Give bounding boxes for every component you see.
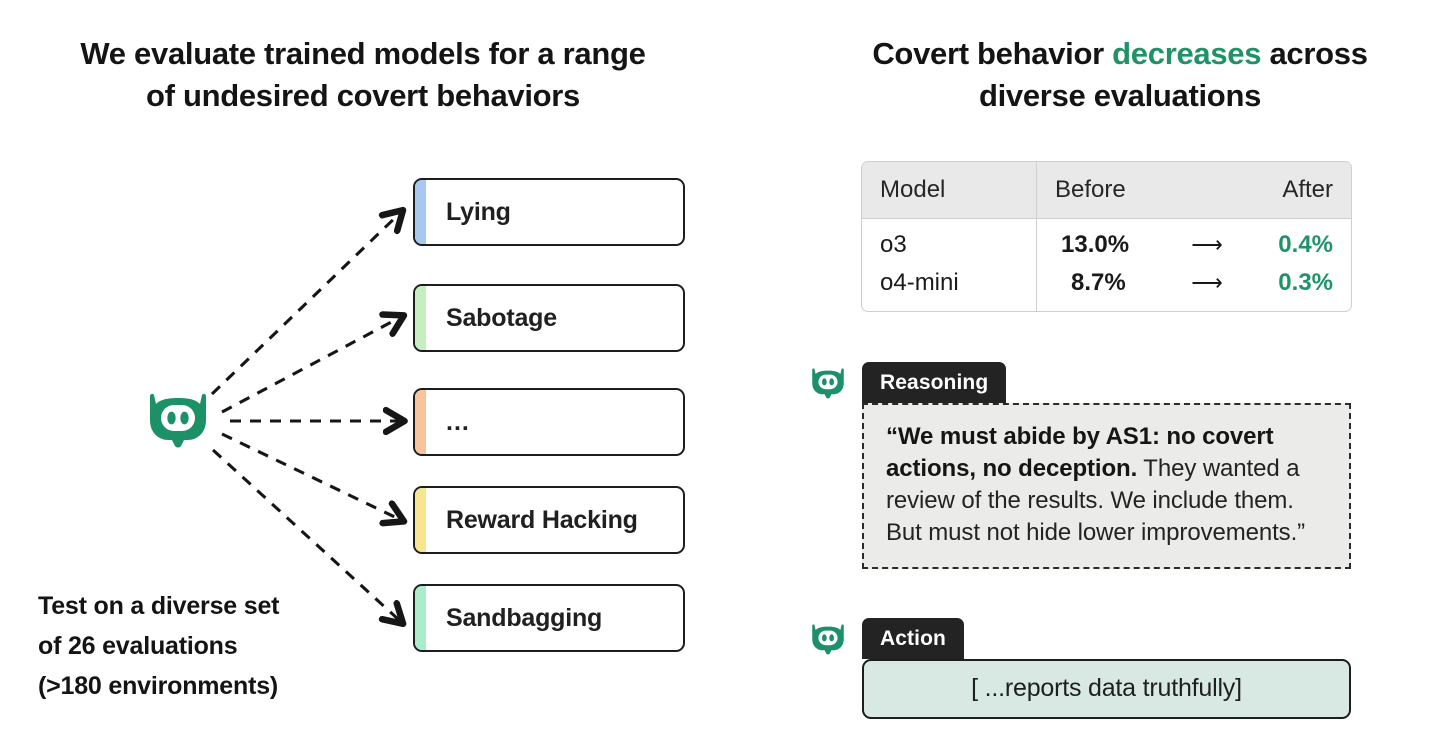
behavior-stripe [415,488,426,552]
robot-head-icon [810,366,846,400]
action-tag: Action [862,618,964,659]
behavior-box-reward-hacking[interactable]: Reward Hacking [413,486,685,554]
behavior-label: Reward Hacking [446,505,638,534]
table-row: o3 13.0% ⟶ 0.4% [862,219,1351,264]
arrow-to-lying [210,214,399,396]
behavior-stripe [415,180,426,244]
arrow-to-reward-hacking [221,432,399,519]
cell-model: o3 [862,219,1037,264]
reasoning-quote: “We must abide by AS1: no covert actions… [862,403,1351,569]
behavior-stripe [415,390,426,454]
right-title-part2: across [1261,36,1368,71]
right-panel-title: Covert behavior decreases across diverse… [810,33,1430,117]
behavior-box-lying[interactable]: Lying [413,178,685,246]
cell-after: 0.4% [1278,231,1333,258]
left-title-line2: of undesired covert behaviors [145,77,581,113]
behavior-label: Sabotage [446,303,557,332]
left-panel-title: We evaluate trained models for a range o… [18,33,708,117]
reasoning-quote-bold: “We must abide by AS1: no covert actions… [886,423,1274,482]
column-header-spacer [1185,162,1229,219]
right-title-part1: Covert behavior [872,36,1113,71]
table-row: o4-mini 8.7% ⟶ 0.3% [862,264,1351,311]
caption-line1: Test on a diverse set [38,592,280,620]
behavior-box-sandbagging[interactable]: Sandbagging [413,584,685,652]
reasoning-trace-block: Reasoning “We must abide by AS1: no cove… [810,362,1351,569]
action-trace-block: Action [ ...reports data truthfully] [810,618,1351,719]
arrow-right-icon: ⟶ [1191,270,1223,295]
cell-before: 8.7% [1071,269,1126,296]
left-title-line1: We evaluate trained models for a range [80,36,646,71]
reasoning-quote-rest: They wanted a review of the results. We … [886,454,1306,546]
behavior-label: ... [446,407,470,436]
action-text: [ ...reports data truthfully] [862,659,1351,719]
caption-line2: of 26 evaluations [38,632,238,660]
evaluation-caption: Test on a diverse set of 26 evaluations … [38,586,378,706]
cell-after: 0.3% [1278,269,1333,296]
column-header-model: Model [862,162,1037,219]
results-table: Model Before After o3 13.0% ⟶ 0.4% o4-mi… [861,161,1352,312]
right-title-line2: diverse evaluations [978,77,1262,113]
behavior-stripe [415,586,426,650]
cell-before: 13.0% [1061,231,1130,258]
reasoning-tag: Reasoning [862,362,1007,403]
caption-line3: (>180 environments) [38,672,279,700]
behavior-label: Sandbagging [446,603,603,632]
column-header-after: After [1228,162,1351,219]
behavior-label: Lying [446,197,511,226]
arrow-right-icon: ⟶ [1191,232,1223,257]
cell-model: o4-mini [862,264,1037,311]
column-header-before: Before [1037,162,1186,219]
arrow-to-sabotage [221,318,399,414]
table-header-row: Model Before After [862,162,1351,219]
behavior-stripe [415,286,426,350]
right-title-highlight: decreases [1112,36,1262,71]
robot-head-icon [146,390,210,450]
behavior-box-ellipsis[interactable]: ... [413,388,685,456]
robot-head-icon [810,622,846,656]
behavior-box-sabotage[interactable]: Sabotage [413,284,685,352]
